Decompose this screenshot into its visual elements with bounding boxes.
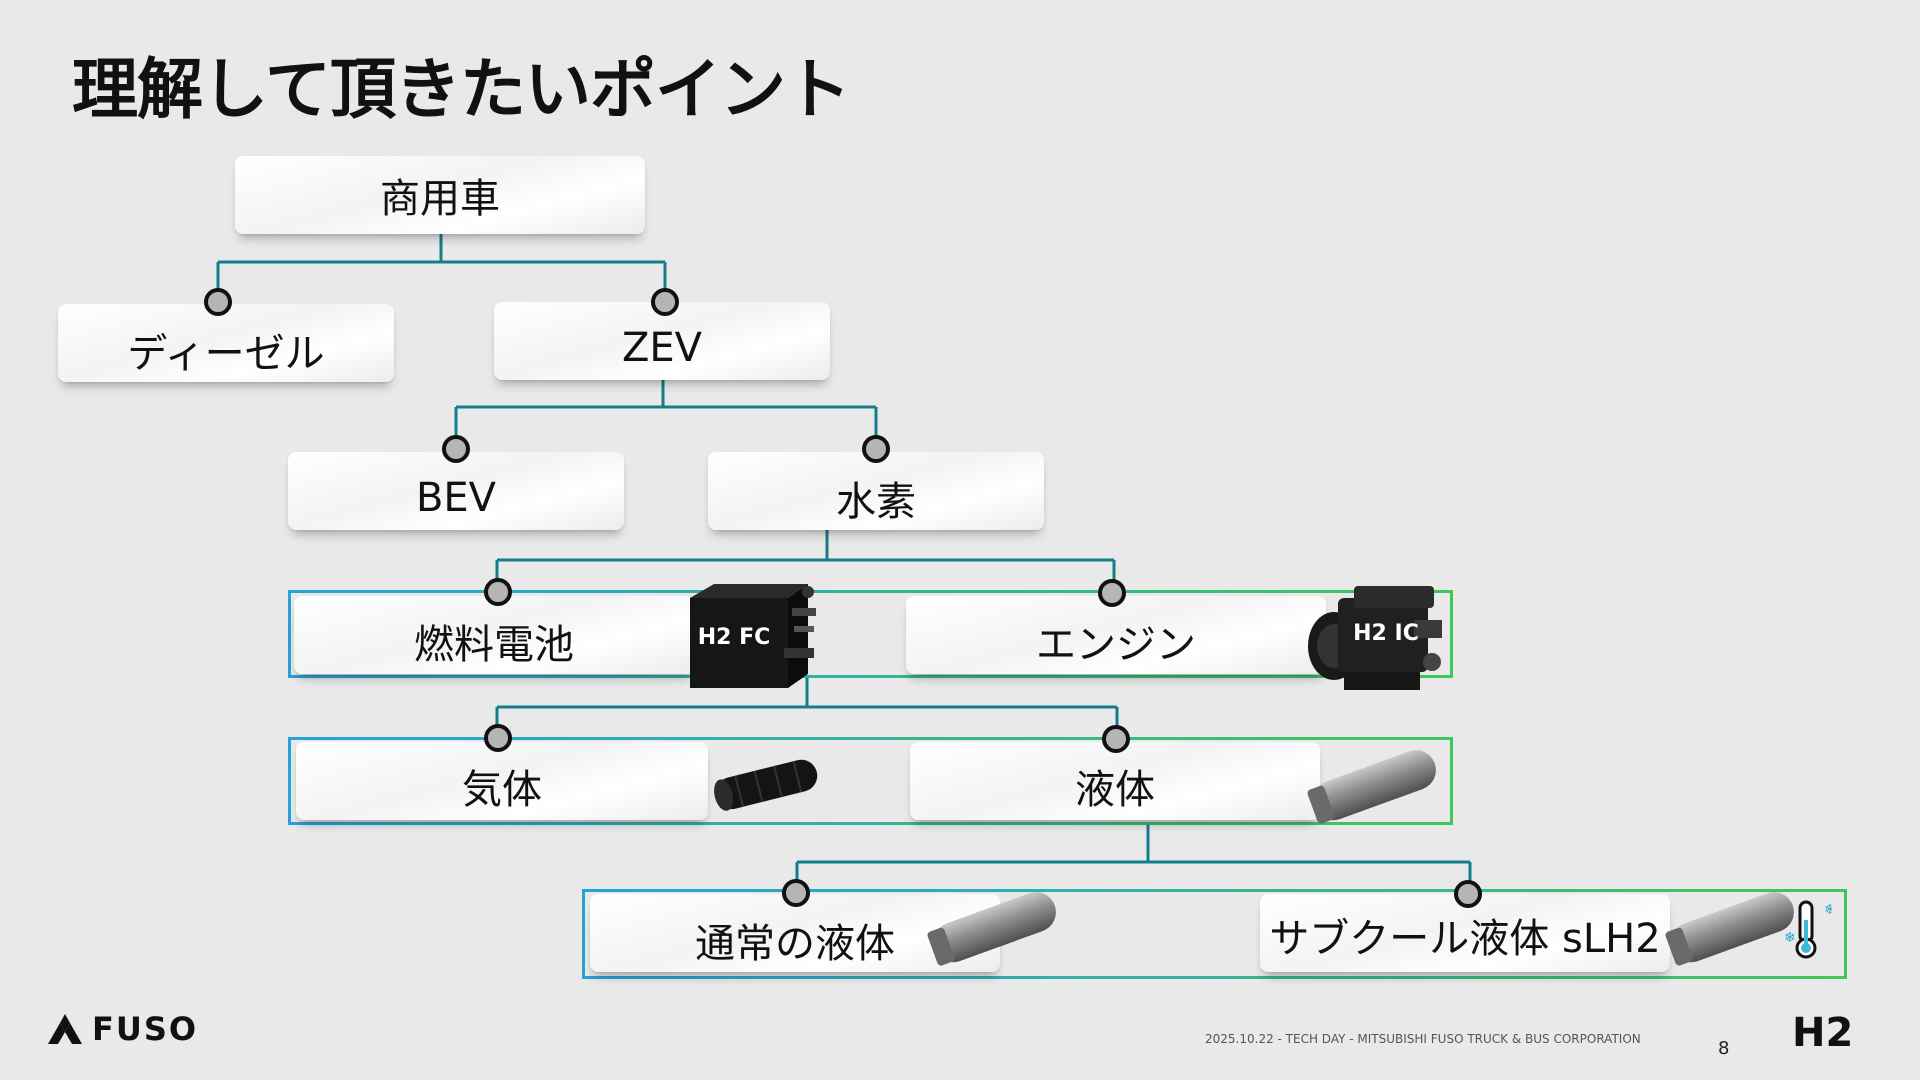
node-label: サブクール液体 sLH2 (1269, 916, 1661, 962)
mitsubishi-diamonds-icon (48, 1014, 82, 1044)
connector-dot (651, 288, 679, 316)
page-title: 理解して頂きたいポイント (72, 51, 851, 128)
page-number: 8 (1718, 1038, 1730, 1059)
node-label: 商用車 (380, 176, 500, 222)
fuso-logo: FUSO (48, 1010, 198, 1048)
node-label: 通常の液体 (695, 921, 895, 967)
normal-liquid-tank-image (927, 892, 1056, 966)
node-bev[interactable]: BEV (288, 452, 624, 530)
h2-logo: H2 (1792, 1010, 1853, 1054)
node-zev[interactable]: ZEV (494, 302, 830, 380)
h2-logo-text: H2 (1792, 1010, 1853, 1054)
node-liquid[interactable]: 液体 (910, 742, 1320, 820)
node-label: 燃料電池 (414, 622, 574, 668)
svg-text:❄: ❄ (1824, 902, 1832, 918)
fuel-cell-badge: H2 FC (698, 625, 771, 650)
node-subcooled-liquid[interactable]: サブクール液体 sLH2 (1260, 894, 1670, 972)
connector-dot (204, 288, 232, 316)
node-label: BEV (415, 475, 497, 521)
node-label: エンジン (1036, 622, 1196, 668)
fuel-cell-stack-image: H2 FC (690, 584, 816, 688)
connector-dot (484, 724, 512, 752)
node-label: 水素 (836, 479, 916, 525)
connector-dot (862, 435, 890, 463)
engine-badge: H2 IC (1353, 621, 1419, 646)
subcooled-liquid-tank-image (1665, 892, 1794, 966)
node-commercial-vehicle[interactable]: 商用車 (235, 156, 645, 234)
svg-text:❄: ❄ (1784, 930, 1796, 946)
liquid-tank-image (1307, 750, 1436, 824)
footer-caption: 2025.10.22 - TECH DAY - MITSUBISHI FUSO … (1205, 1032, 1641, 1046)
connector-dot (442, 435, 470, 463)
hydrogen-engine-image: H2 IC (1308, 586, 1442, 690)
connector-dot (1102, 725, 1130, 753)
connector-dot (1454, 880, 1482, 908)
connector-dot (1098, 579, 1126, 607)
node-gas[interactable]: 気体 (296, 742, 708, 820)
connector-dot (484, 578, 512, 606)
gas-tank-image (714, 759, 818, 811)
node-label: 液体 (1075, 767, 1155, 813)
node-label: ZEV (621, 325, 703, 371)
connector-dot (782, 879, 810, 907)
node-diesel[interactable]: ディーゼル (58, 304, 394, 382)
brand-name: FUSO (92, 1010, 199, 1048)
cold-thermometer-icon: ❄ ❄ (1784, 900, 1832, 959)
node-engine[interactable]: エンジン (906, 596, 1326, 674)
node-label: ディーゼル (127, 331, 325, 377)
node-fuel-cell[interactable]: 燃料電池 (294, 596, 694, 674)
node-label: 気体 (462, 767, 542, 813)
node-hydrogen[interactable]: 水素 (708, 452, 1044, 530)
